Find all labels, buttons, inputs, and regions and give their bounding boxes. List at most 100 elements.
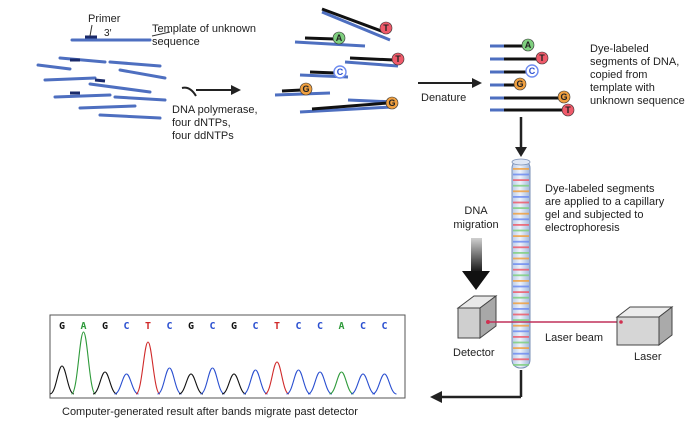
- applied-line1: Dye-labeled segments: [545, 183, 655, 195]
- template-label-line2: sequence: [152, 36, 200, 48]
- down-arrow: [515, 117, 527, 157]
- caption: Computer-generated result after bands mi…: [62, 406, 358, 418]
- primer-pointer: [89, 24, 93, 37]
- gel-band: [513, 179, 529, 181]
- base-call: G: [102, 321, 108, 332]
- peak-trace: [135, 341, 161, 395]
- gel-band: [513, 280, 529, 282]
- template-label-line1: Template of unknown: [152, 23, 256, 35]
- gel-band: [513, 257, 529, 260]
- applied-line2: are applied to a capillary: [545, 196, 665, 208]
- gel-band: [513, 296, 529, 299]
- dye-labeled-segments: [490, 44, 564, 112]
- peak-trace: [92, 371, 118, 395]
- migration-line2: migration: [453, 219, 498, 231]
- panel3-dye-markers: A T C G G T: [513, 38, 575, 117]
- template-strands: [36, 38, 167, 120]
- base-call: C: [381, 321, 387, 332]
- gel-band: [513, 330, 529, 333]
- detector-label: Detector: [453, 347, 495, 359]
- svg-text:C: C: [337, 67, 344, 77]
- gel-band: [513, 285, 529, 288]
- reagents-line2: four dNTPs,: [172, 117, 231, 129]
- gel-band: [513, 246, 529, 249]
- base-call: G: [188, 321, 194, 332]
- template-pointer: [151, 31, 171, 37]
- gel-band: [513, 364, 529, 366]
- denature-label: Denature: [421, 92, 466, 104]
- segments-line5: unknown sequence: [590, 95, 685, 107]
- laser: [615, 305, 674, 347]
- peak-trace: [350, 373, 376, 395]
- reagents-line3: four ddNTPs: [172, 130, 234, 142]
- svg-text:A: A: [336, 33, 343, 43]
- laser-label: Laser: [634, 351, 662, 363]
- primer-marks: [70, 35, 106, 95]
- gel-band: [513, 352, 529, 355]
- segments-line2: segments of DNA,: [590, 56, 679, 68]
- gel-bands: [513, 168, 529, 366]
- gel-band: [513, 218, 529, 221]
- denature-arrow: [418, 78, 482, 88]
- peak-trace: [114, 373, 139, 395]
- detector: [456, 295, 498, 339]
- gel-band: [513, 358, 529, 361]
- svg-text:G: G: [388, 98, 395, 108]
- reagents-line1: DNA polymerase,: [172, 104, 258, 116]
- gel-band: [513, 263, 529, 265]
- peak-trace: [329, 371, 354, 395]
- gel-band: [513, 308, 529, 310]
- peak-trace: [264, 361, 290, 395]
- base-call: C: [123, 321, 129, 332]
- base-call: C: [295, 321, 301, 332]
- gel-band: [513, 207, 529, 209]
- svg-text:G: G: [516, 79, 523, 89]
- peak-trace: [70, 331, 97, 395]
- gel-band: [513, 229, 529, 232]
- peak-trace: [243, 369, 268, 395]
- svg-text:G: G: [302, 84, 309, 94]
- gel-band: [513, 268, 529, 271]
- result-arrow: [430, 370, 523, 403]
- svg-text:A: A: [525, 40, 532, 50]
- gel-band: [513, 274, 529, 277]
- base-call: A: [338, 321, 344, 332]
- peak-trace: [157, 367, 182, 395]
- base-call: C: [360, 321, 366, 332]
- applied-line3: gel and subjected to: [545, 209, 643, 221]
- segments-line1: Dye-labeled: [590, 43, 649, 55]
- three-prime-label: 3′: [104, 28, 112, 39]
- gel-band: [513, 168, 529, 170]
- gel-band: [513, 252, 529, 254]
- gel-band: [513, 336, 529, 338]
- primer-label: Primer: [88, 13, 121, 25]
- base-call: C: [252, 321, 258, 332]
- panel2-dye-markers: T A T C G G: [299, 21, 405, 110]
- peak-trace: [178, 373, 204, 395]
- svg-text:C: C: [529, 66, 536, 76]
- gel-band: [513, 190, 529, 193]
- base-call: C: [209, 321, 215, 332]
- gel-band: [513, 347, 529, 349]
- gel-band: [513, 291, 529, 293]
- peak-trace: [286, 369, 311, 395]
- gel-band: [513, 196, 529, 198]
- gel-band: [513, 201, 529, 204]
- base-call: C: [166, 321, 172, 332]
- base-call: C: [317, 321, 323, 332]
- gel-band: [513, 212, 529, 215]
- extended-products: [274, 7, 399, 114]
- base-call: A: [80, 321, 86, 332]
- gel-band: [513, 235, 529, 237]
- svg-text:T: T: [539, 53, 545, 63]
- gel-band: [513, 173, 529, 176]
- gel-band: [513, 324, 529, 327]
- peak-trace: [372, 373, 397, 395]
- gel-band: [513, 302, 529, 305]
- svg-text:T: T: [383, 23, 389, 33]
- base-call: T: [274, 321, 280, 332]
- base-call: G: [231, 321, 237, 332]
- gel-band: [513, 184, 529, 187]
